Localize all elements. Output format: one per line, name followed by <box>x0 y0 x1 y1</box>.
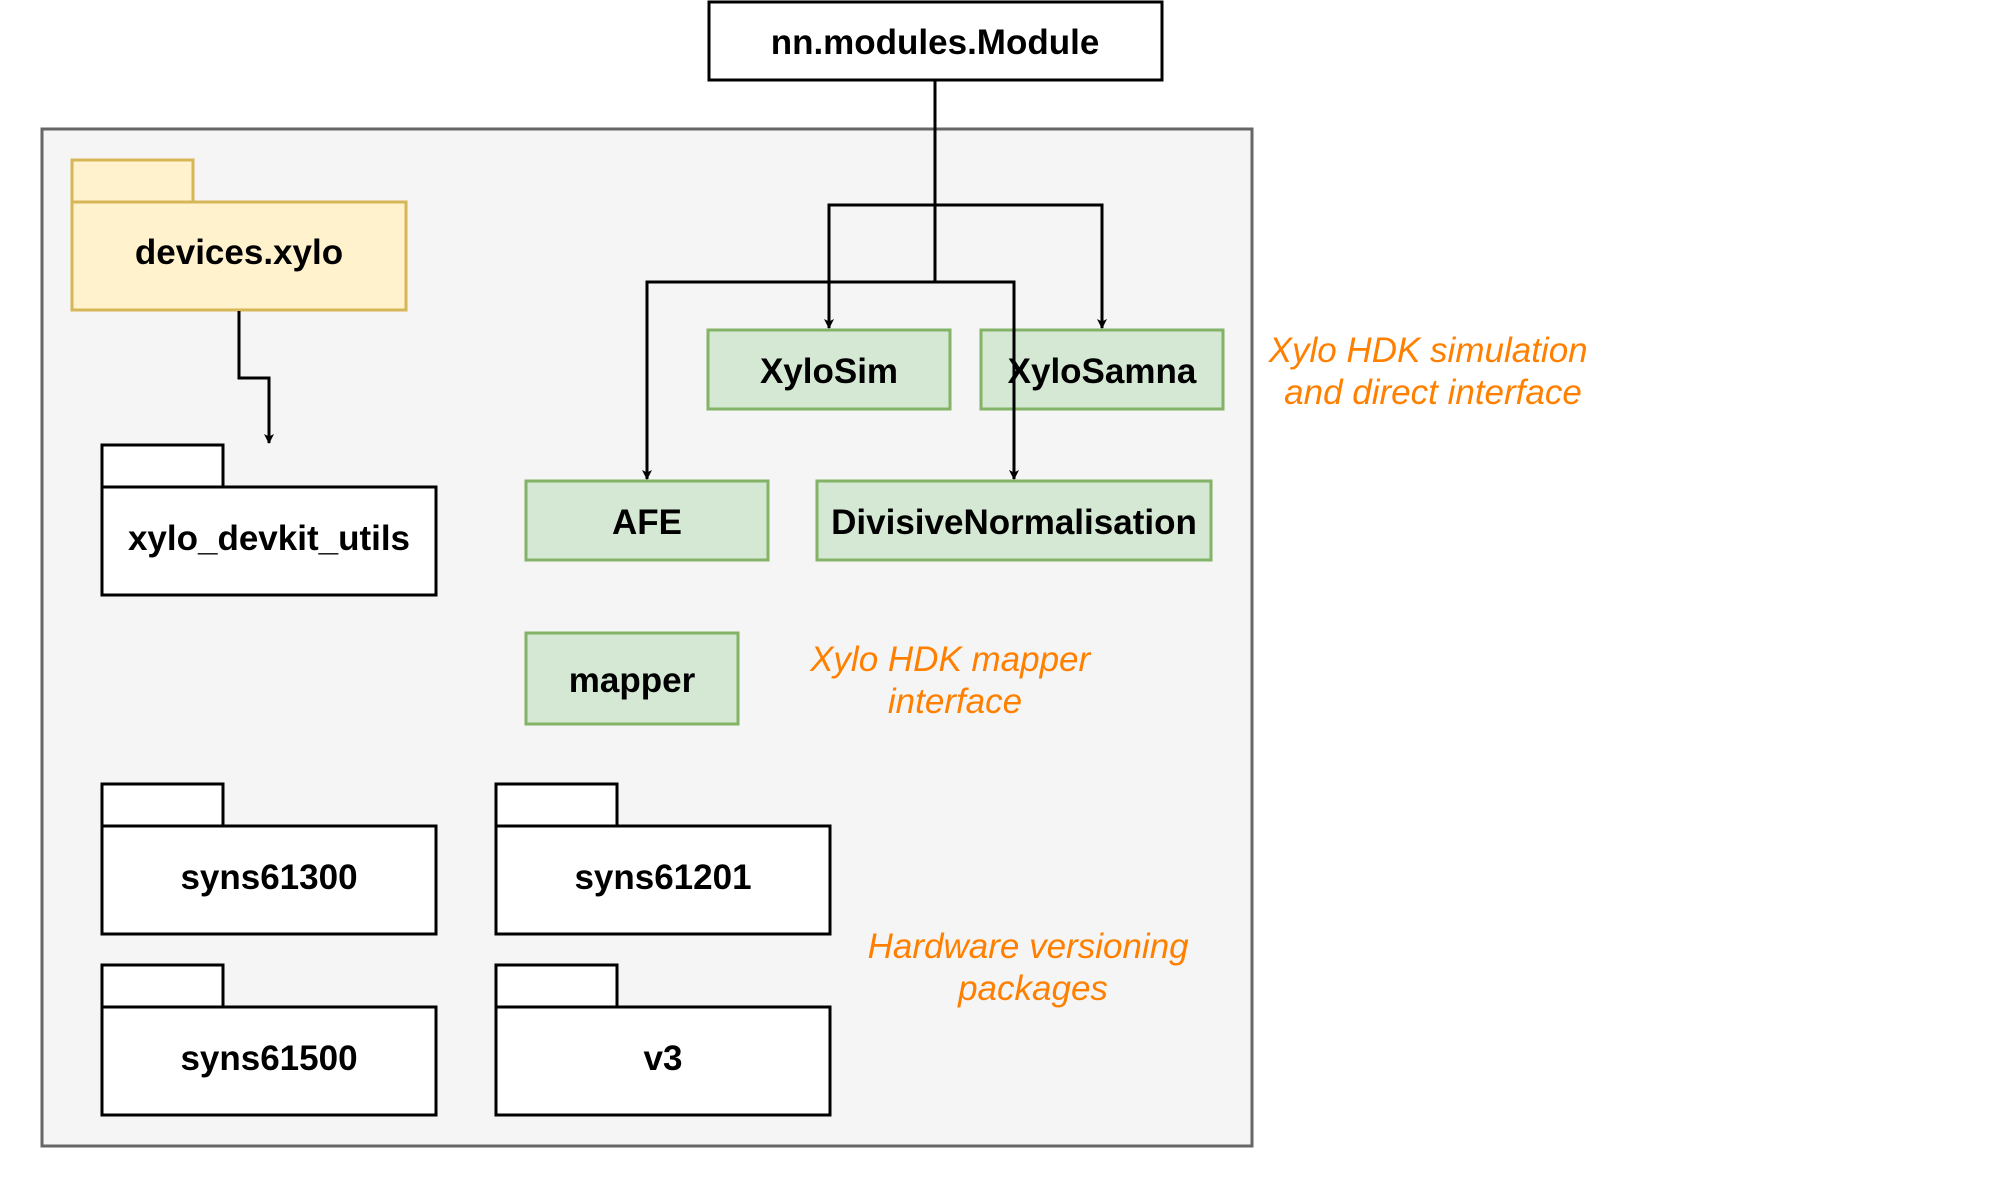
package-xylo-devkit-utils[interactable]: xylo_devkit_utils <box>100 443 438 597</box>
class-mapper-label: mapper <box>569 661 696 700</box>
node-nn-modules-module[interactable]: nn.modules.Module <box>707 0 1164 82</box>
annotation-simulation-line-2: and direct interface <box>1284 373 1582 412</box>
annotation-simulation-line-1: Xylo HDK simulation <box>1268 331 1588 370</box>
class-afe-label: AFE <box>612 503 682 542</box>
package-devices-xylo[interactable]: devices.xylo <box>70 158 408 312</box>
edge-module-to-xylosamna <box>935 203 1107 329</box>
package-syns61300-label: syns61300 <box>180 858 357 897</box>
annotation-mapper-line-1: Xylo HDK mapper <box>809 640 1091 679</box>
package-syns61500-label: syns61500 <box>180 1039 357 1078</box>
package-xylo-devkit-utils-label: xylo_devkit_utils <box>128 519 410 558</box>
edge-module-to-afe <box>642 280 935 480</box>
class-xylosim[interactable]: XyloSim <box>706 328 952 411</box>
edge-module-to-divisive-normalisation <box>935 280 1019 480</box>
package-v3[interactable]: v3 <box>494 963 832 1117</box>
package-v3-label: v3 <box>644 1039 683 1078</box>
annotation-simulation-interface: Xylo HDK simulation and direct interface <box>1268 331 1598 412</box>
annotation-hardware-versioning: Hardware versioning packages <box>868 927 1199 1008</box>
node-nn-modules-module-label: nn.modules.Module <box>771 23 1100 62</box>
package-devices-xylo-label: devices.xylo <box>135 233 343 272</box>
package-syns61300[interactable]: syns61300 <box>100 782 438 936</box>
annotation-versioning-line-1: Hardware versioning <box>868 927 1190 966</box>
annotation-versioning-line-2: packages <box>957 969 1108 1008</box>
edge-devices-xylo-to-xylo-devkit-utils <box>237 311 274 444</box>
annotation-mapper-interface: Xylo HDK mapper interface <box>809 640 1100 721</box>
package-syns61201[interactable]: syns61201 <box>494 782 832 936</box>
class-xylosamna-label: XyloSamna <box>1008 352 1197 391</box>
class-mapper[interactable]: mapper <box>524 631 740 726</box>
class-xylosamna[interactable]: XyloSamna <box>979 328 1225 411</box>
class-xylosim-label: XyloSim <box>760 352 898 391</box>
edge-module-to-xylosim <box>824 203 935 329</box>
package-syns61500[interactable]: syns61500 <box>100 963 438 1117</box>
package-syns61201-label: syns61201 <box>574 858 751 897</box>
class-afe[interactable]: AFE <box>524 479 770 562</box>
class-divisive-normalisation[interactable]: DivisiveNormalisation <box>815 479 1213 562</box>
class-divisive-normalisation-label: DivisiveNormalisation <box>831 503 1197 542</box>
annotation-mapper-line-2: interface <box>888 682 1022 721</box>
